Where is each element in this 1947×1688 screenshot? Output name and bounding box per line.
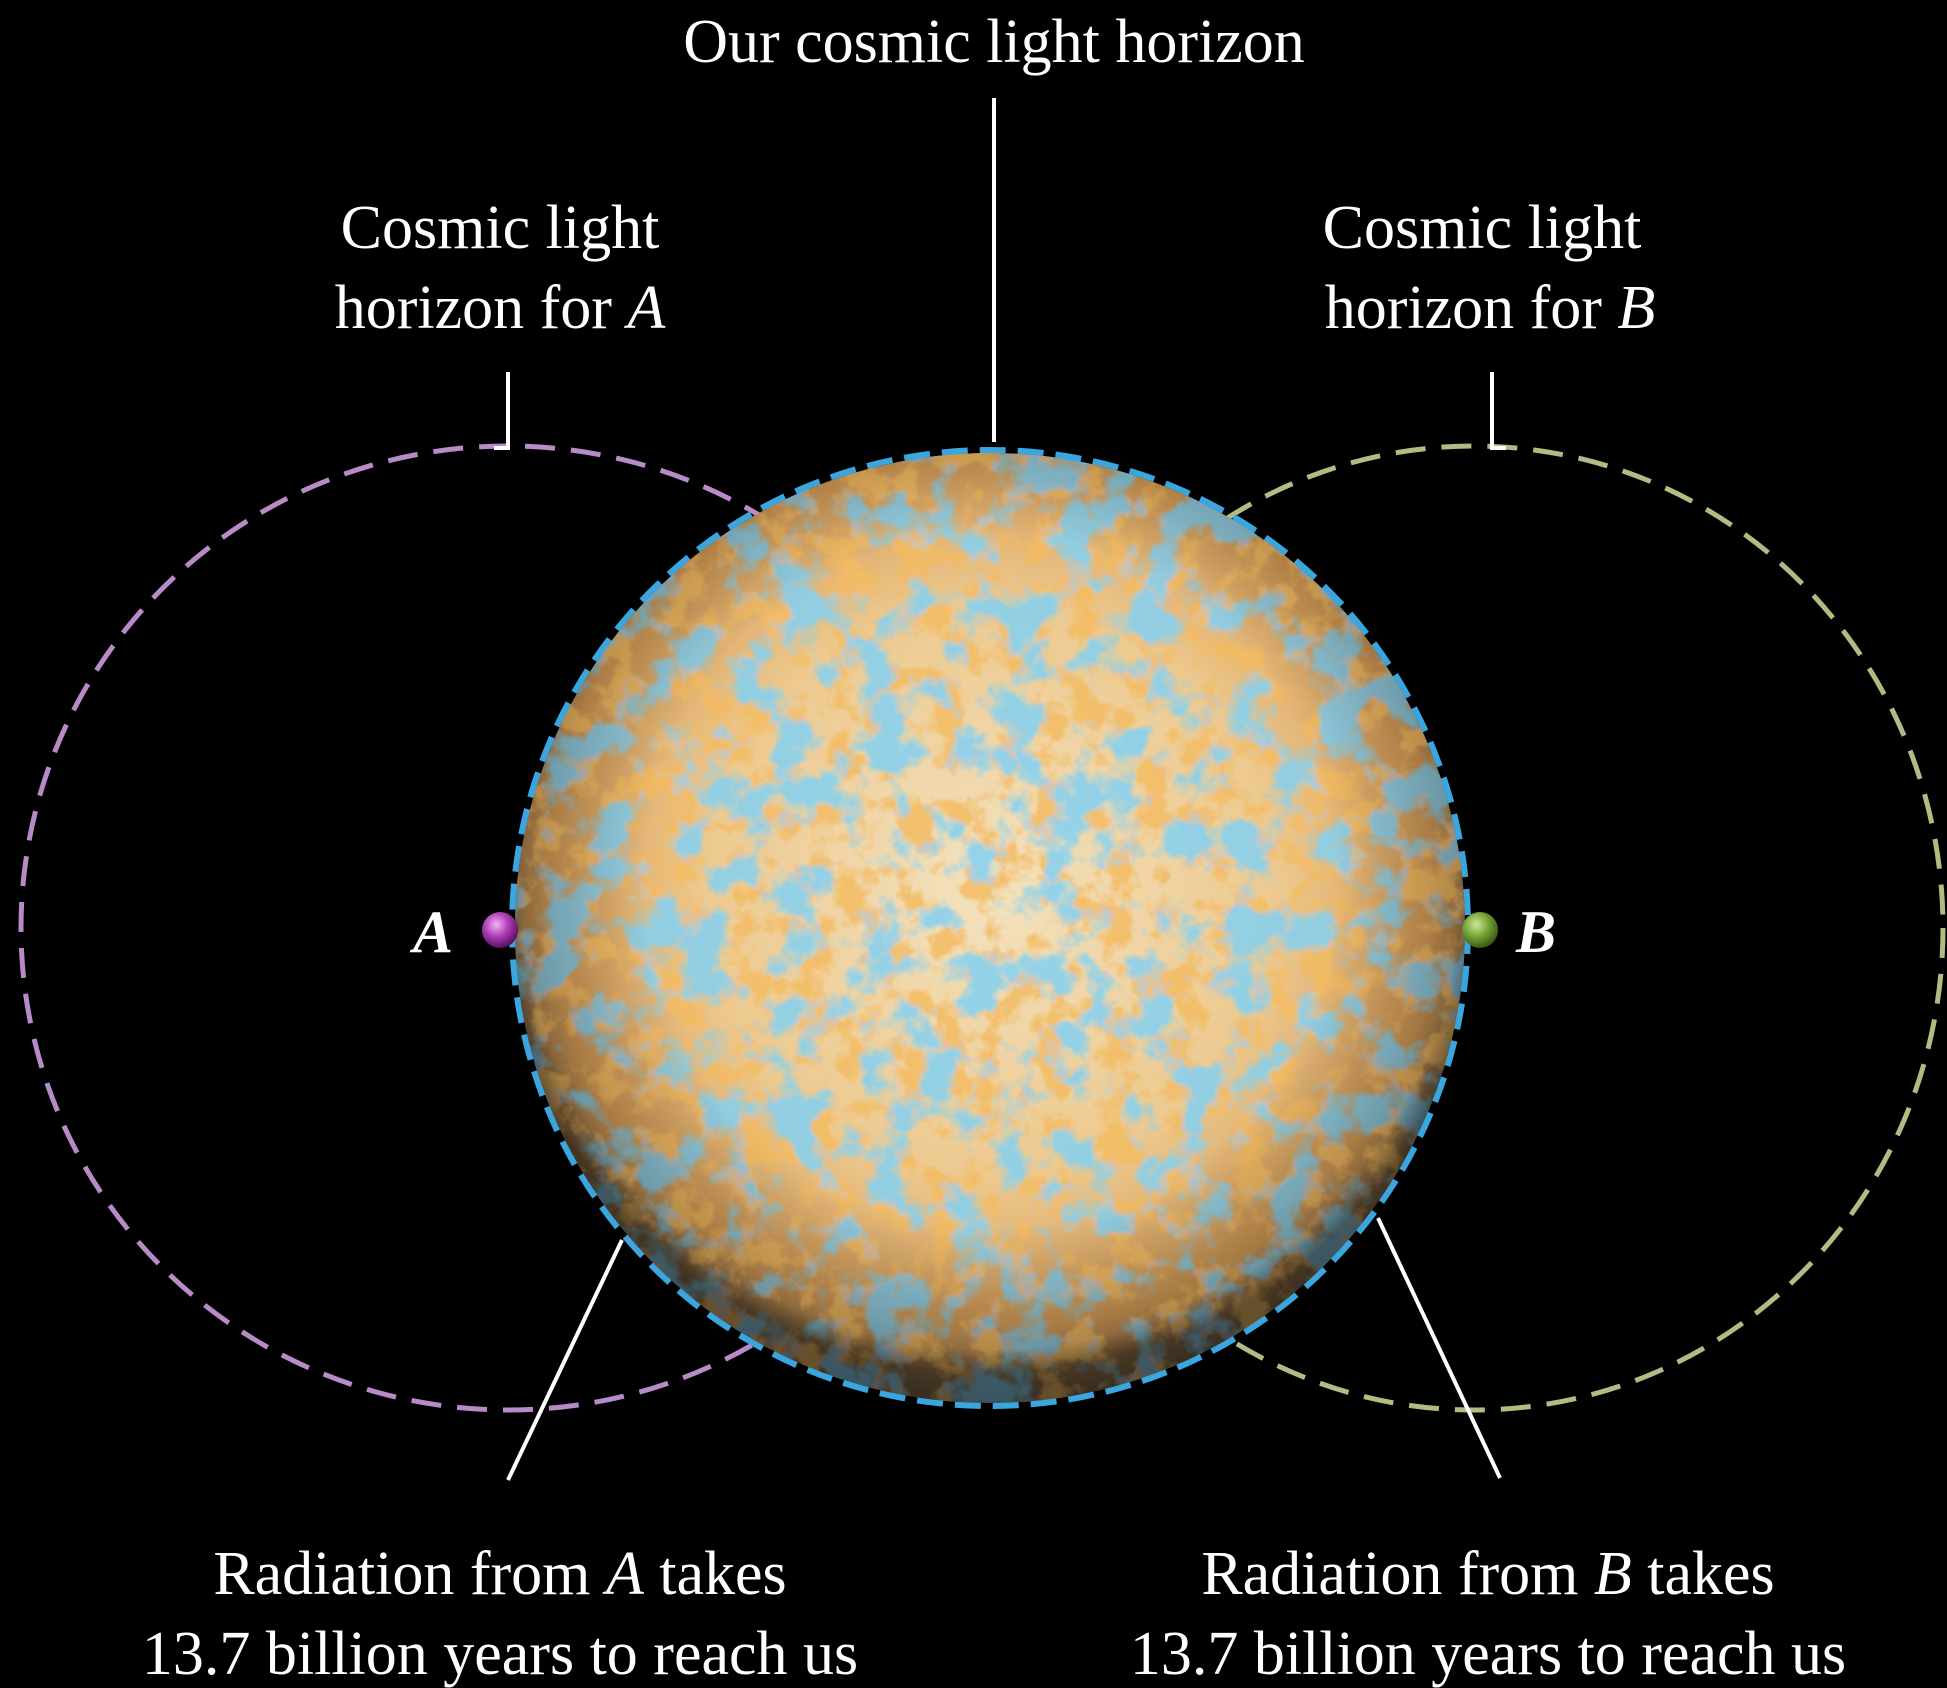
radiation-a-label: Radiation from A takes 13.7 billion year… bbox=[142, 1540, 858, 1688]
point-a-marker bbox=[482, 912, 518, 948]
svg-text:13.7 billion years to reach us: 13.7 billion years to reach us bbox=[1130, 1620, 1846, 1688]
svg-text:Radiation from A takes: Radiation from A takes bbox=[213, 1540, 786, 1608]
cmb-sphere bbox=[515, 453, 1465, 1403]
svg-text:13.7 billion years to reach us: 13.7 billion years to reach us bbox=[142, 1620, 858, 1688]
svg-text:Radiation from B takes: Radiation from B takes bbox=[1201, 1540, 1774, 1608]
leader-radiation-b bbox=[1376, 1217, 1502, 1479]
point-b-label: B bbox=[1515, 899, 1556, 965]
our-horizon-label: Our cosmic light horizon bbox=[683, 8, 1305, 76]
leader-horizon-b bbox=[1490, 372, 1506, 450]
svg-text:Cosmic light: Cosmic light bbox=[341, 194, 660, 262]
horizon-a-label: Cosmic light horizon for A bbox=[335, 194, 667, 342]
svg-text:Cosmic light: Cosmic light bbox=[1323, 194, 1642, 262]
leader-radiation-a bbox=[506, 1239, 624, 1481]
leader-horizon-a bbox=[494, 372, 510, 450]
svg-text:horizon for B: horizon for B bbox=[1325, 274, 1656, 342]
horizon-b-label: Cosmic light horizon for B bbox=[1323, 194, 1656, 342]
radiation-b-label: Radiation from B takes 13.7 billion year… bbox=[1130, 1540, 1846, 1688]
point-a-label: A bbox=[409, 899, 453, 965]
point-b-marker bbox=[1462, 912, 1498, 948]
svg-text:horizon for A: horizon for A bbox=[335, 274, 667, 342]
